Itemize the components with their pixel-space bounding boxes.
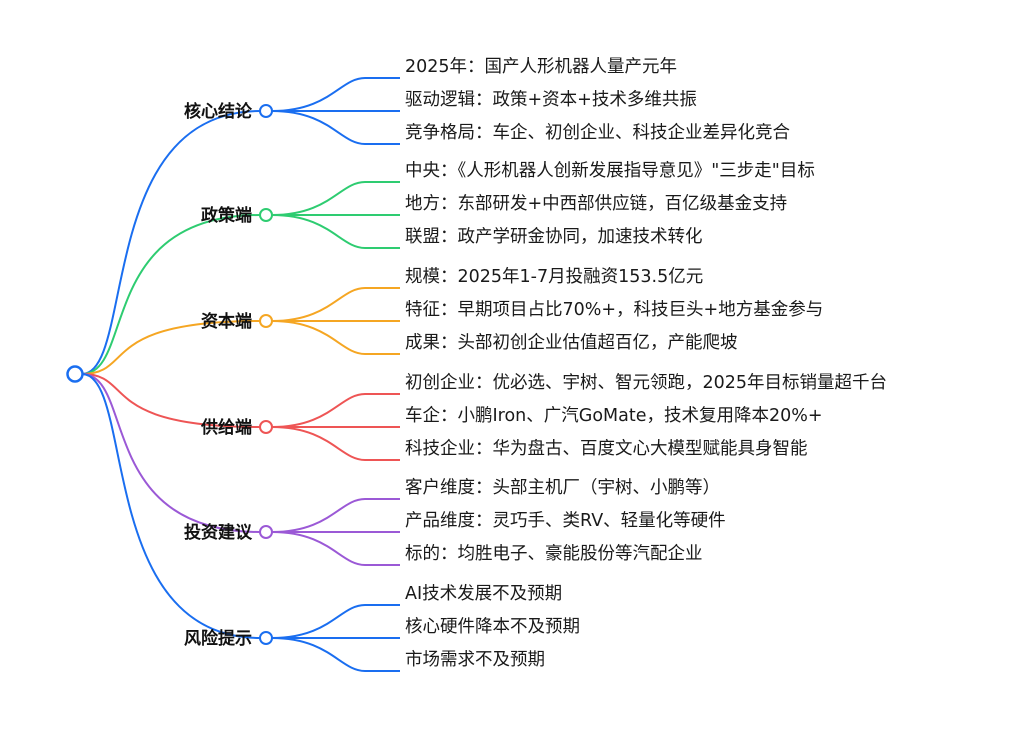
leaf-text[interactable]: 特征：早期项目占比70%+，科技巨头+地方基金参与 — [405, 300, 823, 320]
leaf-text[interactable]: 初创企业：优必选、宇树、智元领跑，2025年目标销量超千台 — [405, 373, 887, 393]
leaf-connector — [271, 77, 400, 112]
leaf-connector — [271, 393, 400, 428]
branch-node[interactable] — [259, 208, 273, 222]
branch-node[interactable] — [259, 104, 273, 118]
leaf-text[interactable]: 标的：均胜电子、豪能股份等汽配企业 — [405, 543, 703, 564]
leaf-connector — [271, 181, 400, 216]
branch-node[interactable] — [259, 525, 273, 539]
node-layer: 核心结论 2025年：国产人形机器人量产元年驱动逻辑：政策+资本+技术多维共振竞争… — [66, 57, 887, 670]
leaf-connector — [271, 604, 400, 639]
leaf-text[interactable]: 竞争格局：车企、初创企业、科技企业差异化竞合 — [405, 123, 790, 143]
leaf-text[interactable]: 驱动逻辑：政策+资本+技术多维共振 — [405, 90, 697, 110]
branch-label[interactable]: 投资建议 — [184, 522, 253, 543]
leaf-connector — [271, 214, 400, 249]
leaf-text[interactable]: 中央：《人形机器人创新发展指导意见》"三步走"目标 — [405, 161, 815, 181]
leaf-text[interactable]: 2025年：国产人形机器人量产元年 — [405, 57, 677, 77]
leaf-text[interactable]: 车企：小鹏Iron、广汽GoMate，技术复用降本20%+ — [405, 406, 823, 426]
leaf-connector — [271, 110, 400, 145]
connector-lines — [81, 77, 400, 672]
leaf-connector — [271, 426, 400, 461]
branch-connector — [81, 320, 261, 375]
leaf-connector — [271, 320, 400, 355]
leaf-text[interactable]: 科技企业：华为盘古、百度文心大模型赋能具身智能 — [405, 439, 808, 459]
branch-connector — [81, 373, 261, 428]
leaf-connector — [271, 637, 400, 672]
branch-connector — [81, 214, 261, 375]
leaf-text[interactable]: 地方：东部研发+中西部供应链，百亿级基金支持 — [405, 194, 787, 214]
leaf-text[interactable]: 产品维度：灵巧手、类RV、轻量化等硬件 — [405, 511, 726, 531]
branch-node[interactable] — [259, 314, 273, 328]
leaf-text[interactable]: 规模：2025年1-7月投融资153.5亿元 — [405, 267, 703, 287]
branch-label[interactable]: 供给端 — [200, 417, 252, 438]
leaf-connector — [271, 531, 400, 566]
branch-label[interactable]: 资本端 — [201, 311, 252, 332]
leaf-text[interactable]: AI技术发展不及预期 — [405, 584, 562, 604]
branch-label[interactable]: 政策端 — [201, 205, 252, 226]
leaf-text[interactable]: 联盟：政产学研金协同，加速技术转化 — [405, 227, 703, 247]
branch-connector — [81, 110, 261, 375]
branch-node[interactable] — [259, 631, 273, 645]
branch-label[interactable]: 核心结论 — [184, 101, 253, 122]
branch-connector — [81, 373, 261, 639]
leaf-text[interactable]: 市场需求不及预期 — [405, 650, 545, 670]
branch-connector — [81, 373, 261, 533]
leaf-text[interactable]: 成果：头部初创企业估值超百亿，产能爬坡 — [405, 333, 738, 353]
leaf-text[interactable]: 客户维度：头部主机厂（宇树、小鹏等） — [405, 478, 720, 498]
branch-node[interactable] — [259, 420, 273, 434]
branch-label[interactable]: 风险提示 — [184, 628, 252, 649]
leaf-connector — [271, 287, 400, 322]
leaf-text[interactable]: 核心硬件降本不及预期 — [405, 617, 580, 637]
leaf-connector — [271, 498, 400, 533]
root-node[interactable] — [66, 365, 84, 383]
